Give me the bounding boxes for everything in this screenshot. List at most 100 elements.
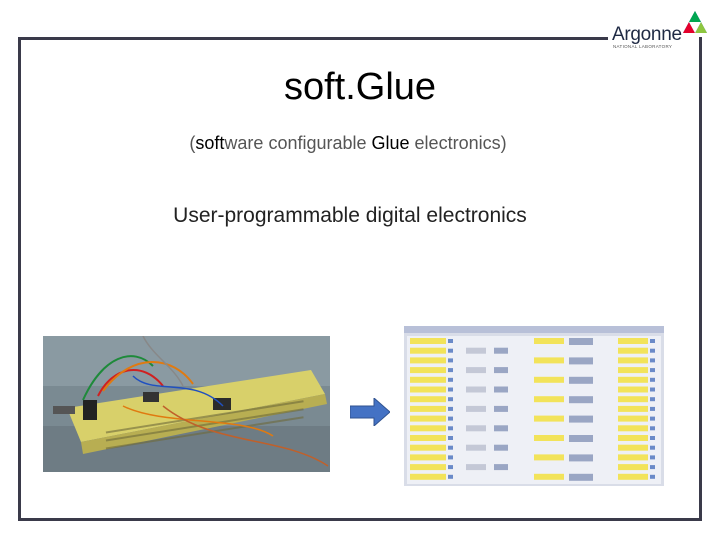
frame-top-border <box>18 37 608 40</box>
gui-panel-block <box>650 368 655 373</box>
gui-panel-block <box>618 425 648 432</box>
gui-panel-block <box>534 376 564 383</box>
logo-subtitle: NATIONAL LABORATORY <box>613 44 673 49</box>
gui-panel-block <box>410 386 446 393</box>
gui-panel-block <box>448 455 453 460</box>
gui-panel-block <box>569 473 593 481</box>
gui-panel-block <box>618 464 648 471</box>
gui-panel-block <box>650 339 655 343</box>
gui-panel-block <box>534 435 564 441</box>
gui-panel-block <box>618 415 648 422</box>
gui-panel-block <box>650 416 655 421</box>
gui-panel-block <box>448 436 453 440</box>
gui-panel-block <box>534 415 564 422</box>
gui-panel-block <box>448 348 453 353</box>
gui-panel-block <box>448 377 453 382</box>
gui-panel-block <box>448 397 453 402</box>
gui-panel-block <box>494 386 508 393</box>
gui-panel-block <box>410 415 446 422</box>
gui-panel-block <box>466 386 486 393</box>
gui-panel-block <box>494 367 508 374</box>
gui-panel-block <box>448 416 453 421</box>
gui-panel-block <box>618 444 648 451</box>
gui-panel-block <box>494 444 508 451</box>
gui-panel-block <box>534 473 564 480</box>
gui-panel-block <box>466 367 486 374</box>
logo-wordmark: Argonne <box>612 24 682 45</box>
gui-panel-block <box>534 454 564 461</box>
gui-panel-block <box>618 367 648 374</box>
slide-tagline: User-programmable digital electronics <box>173 204 527 227</box>
subtitle-open: ( <box>189 133 196 153</box>
gui-panel-block <box>410 376 446 383</box>
gui-panel-block <box>410 405 446 412</box>
gui-panel-block <box>410 357 446 364</box>
subtitle-soft: soft <box>195 133 225 153</box>
gui-panel-block <box>650 387 655 392</box>
gui-panel-block <box>448 445 453 450</box>
gui-panel-block <box>410 425 446 432</box>
right-arrow-icon <box>350 398 390 426</box>
gui-panel-block <box>569 415 593 423</box>
gui-panel-block <box>650 397 655 402</box>
gui-panel-block <box>569 396 593 404</box>
gui-panel-block <box>618 405 648 412</box>
gui-panel-block <box>618 396 648 403</box>
gui-panel-block <box>466 347 486 354</box>
slide-subtitle: (software configurable Glue electronics) <box>0 133 696 154</box>
gui-panel-block <box>618 435 648 441</box>
gui-panel-block <box>410 435 446 441</box>
gui-panel-block <box>410 454 446 461</box>
gui-panel-block <box>618 386 648 393</box>
gui-panel-block <box>448 465 453 470</box>
gui-panel-block <box>650 455 655 460</box>
argonne-logo: Argonne NATIONAL LABORATORY <box>610 10 710 50</box>
gui-panel-block <box>650 426 655 431</box>
gui-panel-block <box>534 357 564 364</box>
gui-panel-block <box>466 464 486 471</box>
gui-panel-block <box>618 454 648 461</box>
gui-panel-block <box>618 473 648 480</box>
gui-panel-block <box>650 358 655 363</box>
gui-panel-block <box>410 444 446 451</box>
gui-panel-block <box>650 348 655 353</box>
slide-frame <box>18 37 702 521</box>
gui-panel-block <box>569 435 593 442</box>
slide-title: soft.Glue <box>283 66 437 108</box>
gui-panel-block <box>494 347 508 354</box>
gui-panel-block <box>569 357 593 365</box>
gui-panel-block <box>650 465 655 470</box>
gui-panel-block <box>650 406 655 411</box>
gui-panel-block <box>569 338 593 345</box>
gui-panel-block <box>448 387 453 392</box>
gui-panel-block <box>410 464 446 471</box>
gui-panel-block <box>650 445 655 450</box>
gui-panel-block <box>448 474 453 479</box>
gui-panel-block <box>494 425 508 432</box>
gui-panel-block <box>410 367 446 374</box>
softglue-gui-screenshot <box>404 326 664 486</box>
gui-panel-block <box>466 425 486 432</box>
gui-panel-block <box>448 368 453 373</box>
gui-panel-block <box>410 347 446 354</box>
gui-panel-block <box>650 474 655 479</box>
subtitle-rest: electronics) <box>409 133 507 153</box>
gui-panel-block <box>618 376 648 383</box>
gui-panel-block <box>534 396 564 403</box>
gui-panel-block <box>410 473 446 480</box>
gui-panel-block <box>448 358 453 363</box>
gui-panel-block <box>410 338 446 344</box>
gui-panel-block <box>618 347 648 354</box>
gui-panel-block <box>448 426 453 431</box>
gui-panel-block <box>494 464 508 471</box>
gui-panel-block <box>534 338 564 344</box>
gui-panel-block <box>618 338 648 344</box>
gui-panel-block <box>569 376 593 384</box>
argonne-triangle-icon <box>683 11 707 33</box>
gui-panel-block <box>448 339 453 343</box>
breadboard-photo <box>43 336 330 472</box>
subtitle-ware: ware configurable <box>224 133 372 153</box>
gui-panel-block <box>466 405 486 412</box>
gui-panel-block <box>569 454 593 462</box>
gui-panel-block <box>618 357 648 364</box>
